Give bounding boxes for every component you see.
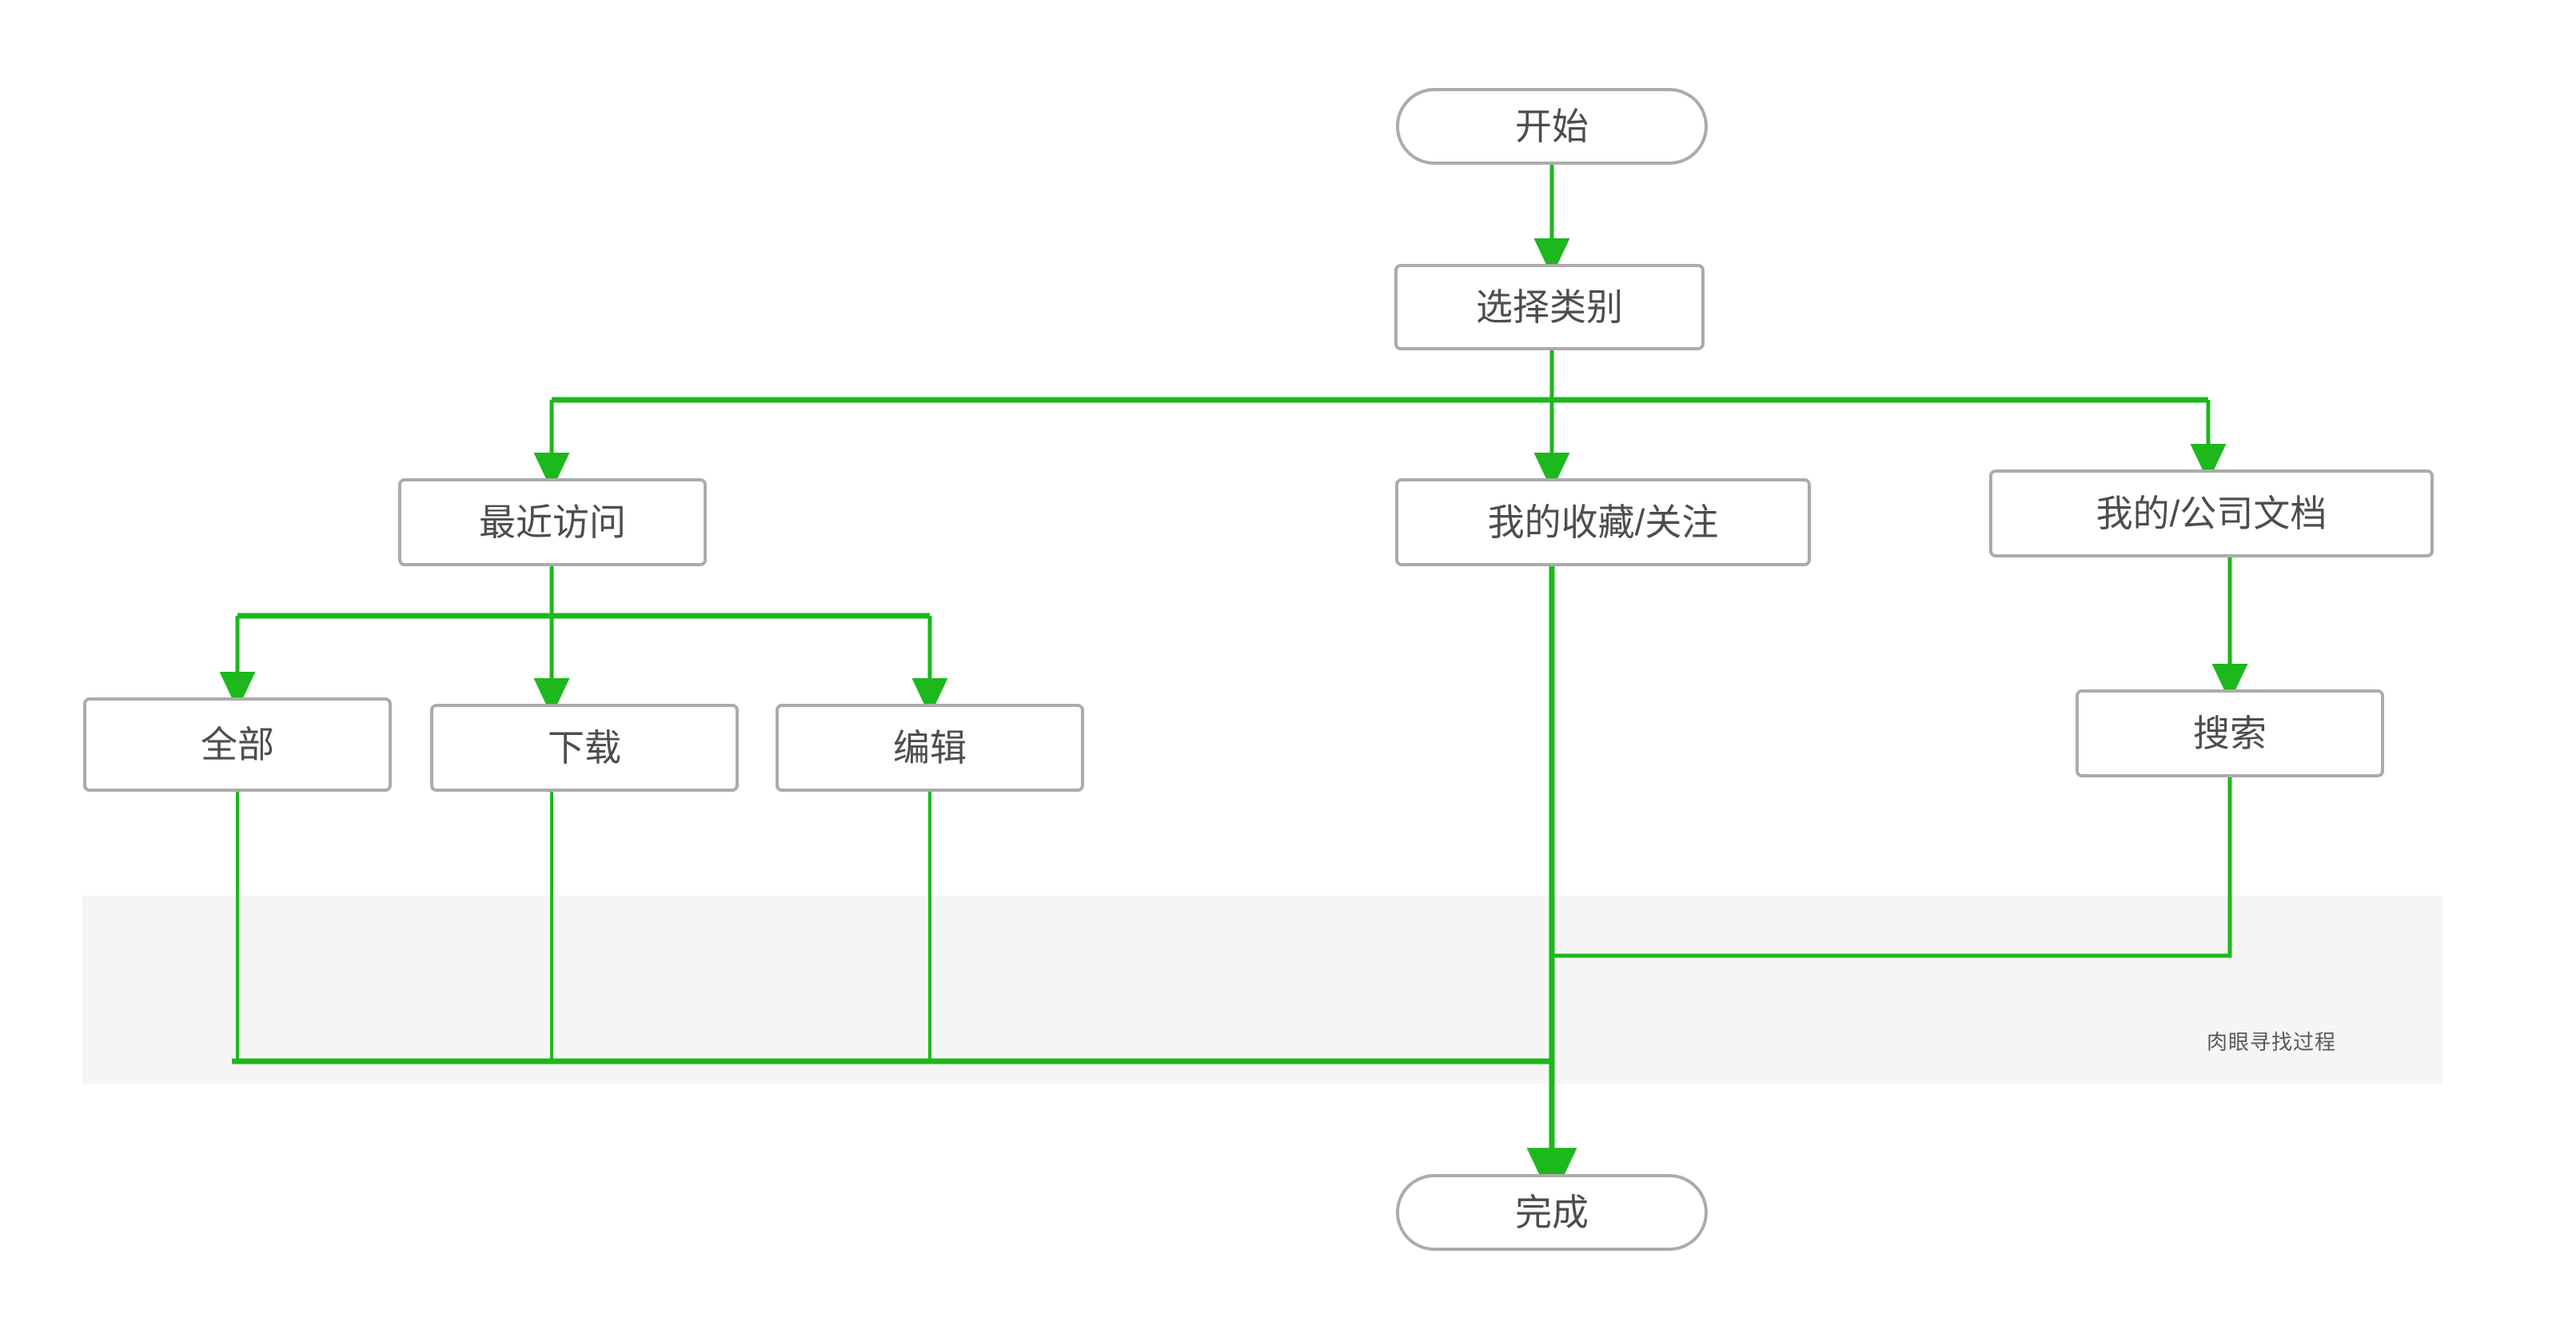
node-start[interactable]: 开始 [1396,88,1708,165]
node-download[interactable]: 下载 [430,704,739,792]
node-documents[interactable]: 我的/公司文档 [1989,469,2434,557]
node-recent[interactable]: 最近访问 [398,478,707,566]
process-band-label: 肉眼寻找过程 [2207,1030,2337,1054]
node-label: 搜索 [2193,713,2267,754]
node-favorites[interactable]: 我的收藏/关注 [1395,478,1811,566]
node-category[interactable]: 选择类别 [1394,264,1705,350]
node-label: 我的/公司文档 [2095,493,2327,534]
node-done[interactable]: 完成 [1396,1174,1708,1251]
node-label: 开始 [1515,106,1589,147]
node-edit[interactable]: 编辑 [776,704,1084,792]
node-search[interactable]: 搜索 [2076,689,2384,777]
node-label: 全部 [201,724,274,765]
node-label: 完成 [1515,1192,1589,1233]
node-label: 编辑 [893,727,967,769]
node-label: 下载 [548,727,621,769]
node-label: 我的收藏/关注 [1487,501,1719,543]
process-band [82,896,2442,1084]
node-label: 最近访问 [479,501,626,543]
node-all[interactable]: 全部 [83,697,392,792]
node-label: 选择类别 [1476,286,1623,328]
